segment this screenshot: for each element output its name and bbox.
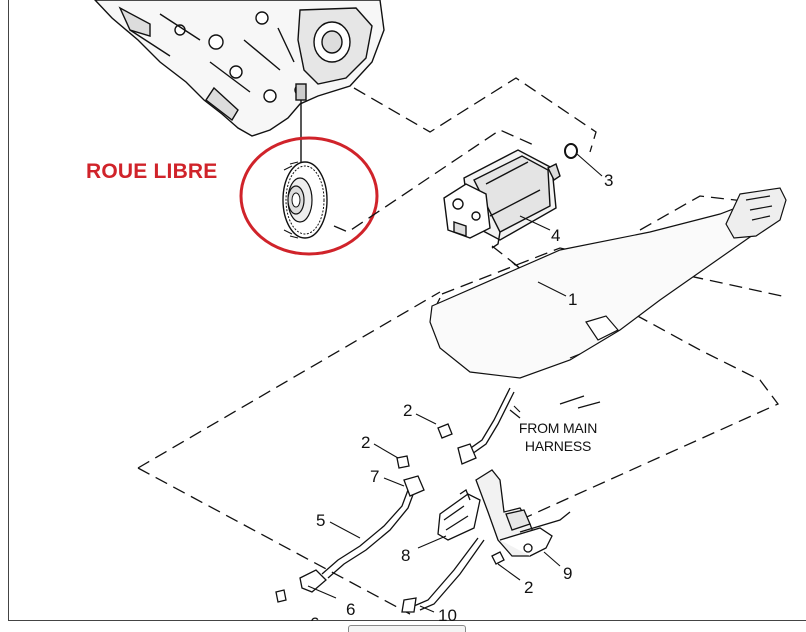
frame-bottom-edge: [8, 620, 806, 621]
highlight-circle: [239, 136, 379, 256]
callout-3: 3: [604, 171, 614, 190]
callout-1: 1: [568, 290, 578, 309]
callout-4: 4: [551, 226, 561, 245]
switch-bracket: [437, 489, 481, 541]
frame-tube: [429, 187, 787, 409]
ground-strap: [401, 537, 485, 613]
callout-2c: 2: [524, 578, 534, 597]
callout-2b: 2: [361, 433, 371, 452]
callout-10: 10: [438, 606, 457, 625]
nut: [275, 423, 505, 603]
callout-partial: 6: [310, 615, 319, 621]
o-ring: [564, 143, 578, 159]
callout-8: 8: [401, 546, 411, 565]
relay: [475, 469, 571, 557]
starter-motor: [443, 149, 561, 249]
cable: [299, 475, 425, 593]
callout-2a: 2: [403, 401, 413, 420]
wiring-harness: [457, 387, 521, 465]
harness-note-line2: HARNESS: [524, 438, 592, 454]
callout-9: 9: [563, 564, 573, 583]
leader-lines: [307, 153, 603, 613]
freewheel-gear: [282, 161, 328, 239]
harness-note-line1: FROM MAIN: [518, 420, 598, 436]
engine-crankcase: [94, 0, 385, 137]
annotation-label: ROUE LIBRE: [86, 160, 218, 183]
callout-7: 7: [370, 467, 380, 486]
frame-left-edge: [8, 0, 9, 620]
assembly-lines: [137, 77, 783, 615]
callout-6: 6: [346, 600, 356, 619]
harness-note: FROM MAIN HARNESS: [514, 419, 602, 455]
callout-5: 5: [316, 511, 326, 530]
